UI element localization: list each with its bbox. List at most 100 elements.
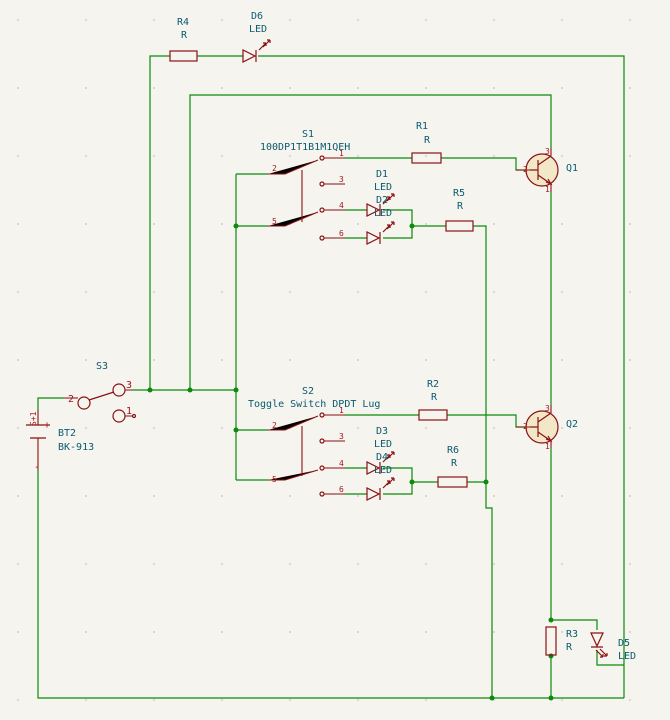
grid-dot (357, 563, 359, 565)
d4-ref: D4 (376, 452, 388, 463)
grid-dot (85, 87, 87, 89)
grid-dot (153, 291, 155, 293)
transistor-q1[interactable]: 2 3 1 Q1 (516, 147, 578, 194)
grid-dot (153, 155, 155, 157)
grid-dot (425, 563, 427, 565)
resistor-r6[interactable]: R6 R (437, 445, 468, 488)
led-d3[interactable]: D3 LED (366, 426, 395, 475)
grid-dot (289, 495, 291, 497)
battery-bt2[interactable]: + - S+1 BT2 BK-913 (26, 410, 94, 473)
resistor-r4[interactable]: R4 R (169, 17, 198, 62)
grid-dot (17, 359, 19, 361)
d5-ref: D5 (618, 638, 630, 649)
r2-ref: R2 (427, 379, 439, 390)
r3-ref: R3 (566, 629, 578, 640)
s1-pin-6: 6 (339, 229, 344, 238)
grid-dot (289, 87, 291, 89)
led-d1[interactable]: D1 LED (366, 169, 395, 217)
resistor-r3[interactable]: R3 R (545, 626, 578, 656)
grid-dot (357, 87, 359, 89)
grid-dot (629, 631, 631, 633)
grid-dot (629, 563, 631, 565)
d6-value: LED (249, 24, 267, 35)
grid-dot (17, 87, 19, 89)
grid-dot (561, 495, 563, 497)
grid-dot (221, 19, 223, 21)
grid-dot (85, 699, 87, 701)
r2-value: R (431, 392, 438, 403)
r1-ref: R1 (416, 121, 428, 132)
s1-pin-4: 4 (339, 201, 344, 210)
grid-dot (357, 699, 359, 701)
grid-dot (561, 155, 563, 157)
led-d2[interactable]: D2 LED (366, 195, 395, 245)
transistor-q2[interactable]: 2 3 1 Q2 (516, 404, 578, 451)
led-d5[interactable]: D5 LED (590, 632, 636, 662)
led-d4[interactable]: D4 LED (366, 452, 395, 501)
r6-value: R (451, 458, 458, 469)
s2-pin-4: 4 (339, 459, 344, 468)
switch-s2[interactable]: S2 Toggle Switch DPDT Lug 1 2 3 4 5 6 (248, 386, 380, 497)
grid-dot (425, 495, 427, 497)
grid-dot (493, 155, 495, 157)
wire-top-loop (149, 55, 625, 698)
grid-dot (153, 19, 155, 21)
grid-dot (153, 631, 155, 633)
grid-dot (357, 19, 359, 21)
grid-dot (221, 699, 223, 701)
grid-dot (85, 19, 87, 21)
led-d6[interactable]: D6 LED (242, 11, 271, 63)
d3-value: LED (374, 439, 392, 450)
s3-ref: S3 (96, 361, 108, 372)
grid-dot (85, 495, 87, 497)
s1-pin-5: 5 (272, 217, 277, 226)
grid-dot (153, 563, 155, 565)
s2-pin-6: 6 (339, 485, 344, 494)
grid-dot (629, 87, 631, 89)
switch-s3[interactable]: S3 2 3 1 (64, 361, 137, 423)
resistor-r1[interactable]: R1 R (411, 121, 442, 164)
grid-dot (357, 291, 359, 293)
s2-ref: S2 (302, 386, 314, 397)
grid-dot (561, 19, 563, 21)
grid-dot (289, 631, 291, 633)
d4-value: LED (374, 465, 392, 476)
grid-dot (357, 155, 359, 157)
resistor-r5[interactable]: R5 R (445, 188, 474, 232)
grid-dot (493, 291, 495, 293)
switch-s1[interactable]: S1 100DP1T1B1M1QEH 1 2 3 4 5 6 (260, 129, 350, 241)
grid-dot (221, 87, 223, 89)
grid-dot (561, 359, 563, 361)
grid-dot (493, 563, 495, 565)
grid-dot (153, 427, 155, 429)
grid-dot (85, 291, 87, 293)
s3-pin-3: 3 (126, 380, 132, 391)
s1-value: 100DP1T1B1M1QEH (260, 142, 350, 153)
grid-dot (493, 87, 495, 89)
grid-dot (561, 699, 563, 701)
grid-dot (153, 699, 155, 701)
grid-dot (17, 563, 19, 565)
grid-dot (17, 495, 19, 497)
grid-dot (357, 631, 359, 633)
s1-pin-2: 2 (272, 164, 277, 173)
d1-value: LED (374, 182, 392, 193)
q2-ref: Q2 (566, 419, 578, 430)
r4-ref: R4 (177, 17, 189, 28)
grid-dot (221, 223, 223, 225)
wire-q1-collector (189, 94, 552, 390)
grid-dot (17, 19, 19, 21)
grid-dot (629, 495, 631, 497)
grid-dot (17, 155, 19, 157)
q1-pin-2: 2 (523, 165, 528, 174)
grid-dot (493, 631, 495, 633)
grid-dot (561, 427, 563, 429)
s1-pin-1: 1 (339, 149, 344, 158)
grid-dot (221, 155, 223, 157)
grid-dot (289, 291, 291, 293)
q2-pin-1: 1 (545, 442, 550, 451)
grid-dot (85, 427, 87, 429)
r3-value: R (566, 642, 573, 653)
grid-dot (629, 427, 631, 429)
resistor-r2[interactable]: R2 R (418, 379, 448, 421)
